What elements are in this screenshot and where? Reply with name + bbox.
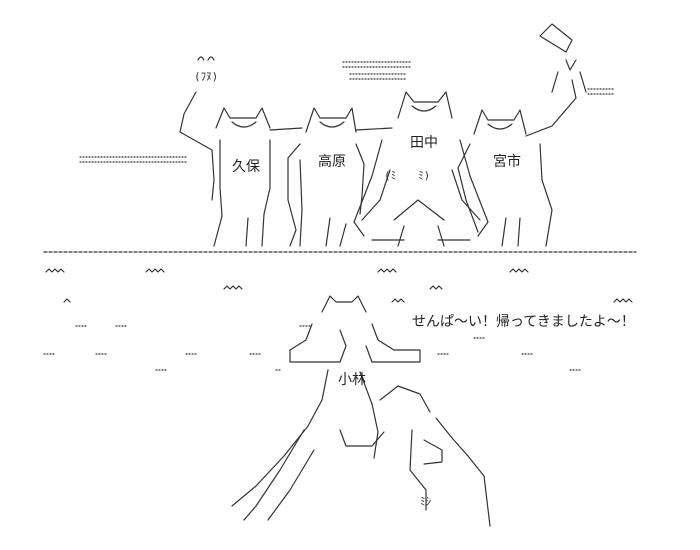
label-kubo: 久保 — [232, 159, 260, 175]
ground-texture — [45, 268, 633, 303]
speech-text: せんぱ〜い！帰ってきましたよ〜！ — [412, 314, 635, 330]
sign-text: (ﾌﾇ) — [194, 70, 219, 83]
figure-kobayashi — [231, 295, 491, 527]
figure-kubo — [179, 56, 303, 247]
feet-mark: ﾐｼ — [420, 495, 431, 508]
label-tanaka: 田中 — [410, 135, 438, 151]
figure-tanaka — [353, 91, 489, 247]
figure-takahara — [287, 107, 393, 247]
speed-lines-top — [79, 61, 615, 163]
label-kobayashi: 小林 — [338, 372, 366, 388]
label-miyaichi: 宮市 — [493, 154, 521, 170]
label-takahara: 高原 — [318, 154, 346, 170]
tanaka-face: (ﾐ ﾐ) — [384, 169, 431, 182]
figure-miyaichi — [457, 23, 587, 247]
dot-texture — [43, 325, 581, 371]
